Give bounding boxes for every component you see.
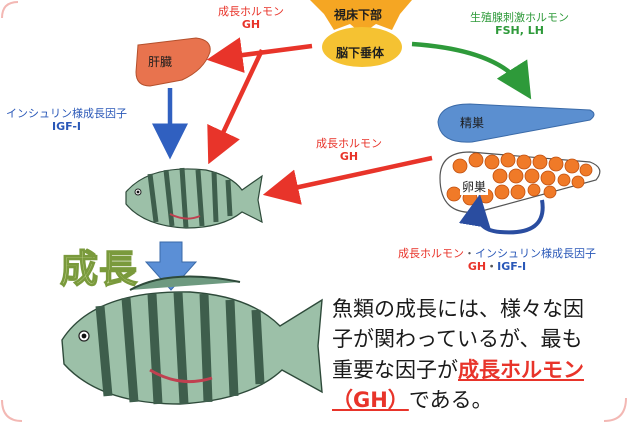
liver-label: 肝臓: [148, 55, 173, 69]
ovary-loop-arrow: [458, 194, 545, 235]
hormone-name: 成長ホルモン: [398, 247, 464, 260]
large-fish-illustration: [61, 275, 323, 405]
small-fish-illustration: [125, 167, 263, 229]
hormone-abbr: IGF-I: [497, 259, 527, 273]
gh-label-gonad: 成長ホルモン GH: [316, 137, 382, 163]
caption-highlight: （GH）: [332, 388, 409, 413]
gh-arrow-to-fish: [207, 49, 265, 165]
gonadotropin-label: 生殖腺刺激ホルモン FSH, LH: [470, 11, 569, 37]
hormone-name: インシュリン様成長因子: [475, 247, 596, 260]
hormone-abbr: GH: [467, 259, 487, 273]
hormone-abbr: GH: [241, 17, 261, 31]
gh-arrow-to-liver: [206, 37, 313, 73]
testis-shape: [437, 103, 595, 143]
gonadotropin-arrow: [411, 41, 532, 100]
corner-decoration: [1, 399, 23, 422]
growth-label: 成長: [59, 246, 139, 291]
ovary-loop-label: 成長ホルモン・インシュリン様成長因子 GH・IGF-I: [398, 247, 596, 273]
pituitary-shape: [322, 27, 402, 67]
liver-shape: [135, 37, 211, 87]
gh-arrow-gonad-to-fish: [262, 155, 433, 205]
caption-line: 魚類の成長には、様々な因: [332, 297, 584, 321]
separator: ・: [464, 247, 475, 260]
hormone-name: 成長ホルモン: [218, 5, 284, 18]
caption-line: 重要な因子が成長ホルモン: [332, 355, 628, 385]
gh-label-top: 成長ホルモン GH: [218, 5, 284, 31]
caption-text-plain: である。: [408, 388, 493, 413]
hormone-abbr: IGF-I: [52, 119, 81, 133]
corner-decoration: [1, 1, 19, 19]
ovary-label: 卵巣: [460, 178, 489, 195]
igf-label: インシュリン様成長因子 IGF-I: [6, 107, 127, 133]
hypothalamus-label: 視床下部: [334, 8, 383, 22]
hypothalamus-shape: [310, 0, 412, 34]
pituitary-label: 脳下垂体: [336, 46, 385, 60]
ovary-eggs: [446, 152, 593, 206]
hormone-abbr: FSH, LH: [495, 23, 544, 37]
testis-label: 精巣: [460, 116, 485, 130]
hormone-name: 生殖腺刺激ホルモン: [470, 11, 569, 24]
caption-text-plain: 重要な因子が: [332, 357, 458, 382]
caption-text: 魚類の成長には、様々な因 子が関わっているが、最も 重要な因子が成長ホルモン （…: [332, 294, 628, 416]
hormone-abbr: GH: [339, 149, 359, 163]
corner-decoration: [603, 397, 627, 422]
hormone-name: インシュリン様成長因子: [6, 107, 127, 120]
caption-highlight: 成長ホルモン: [458, 357, 584, 382]
caption-line: （GH）である。: [332, 385, 628, 415]
caption-line: 子が関わっているが、最も: [332, 327, 583, 352]
hormone-name: 成長ホルモン: [316, 137, 382, 150]
separator: ・: [486, 259, 498, 273]
